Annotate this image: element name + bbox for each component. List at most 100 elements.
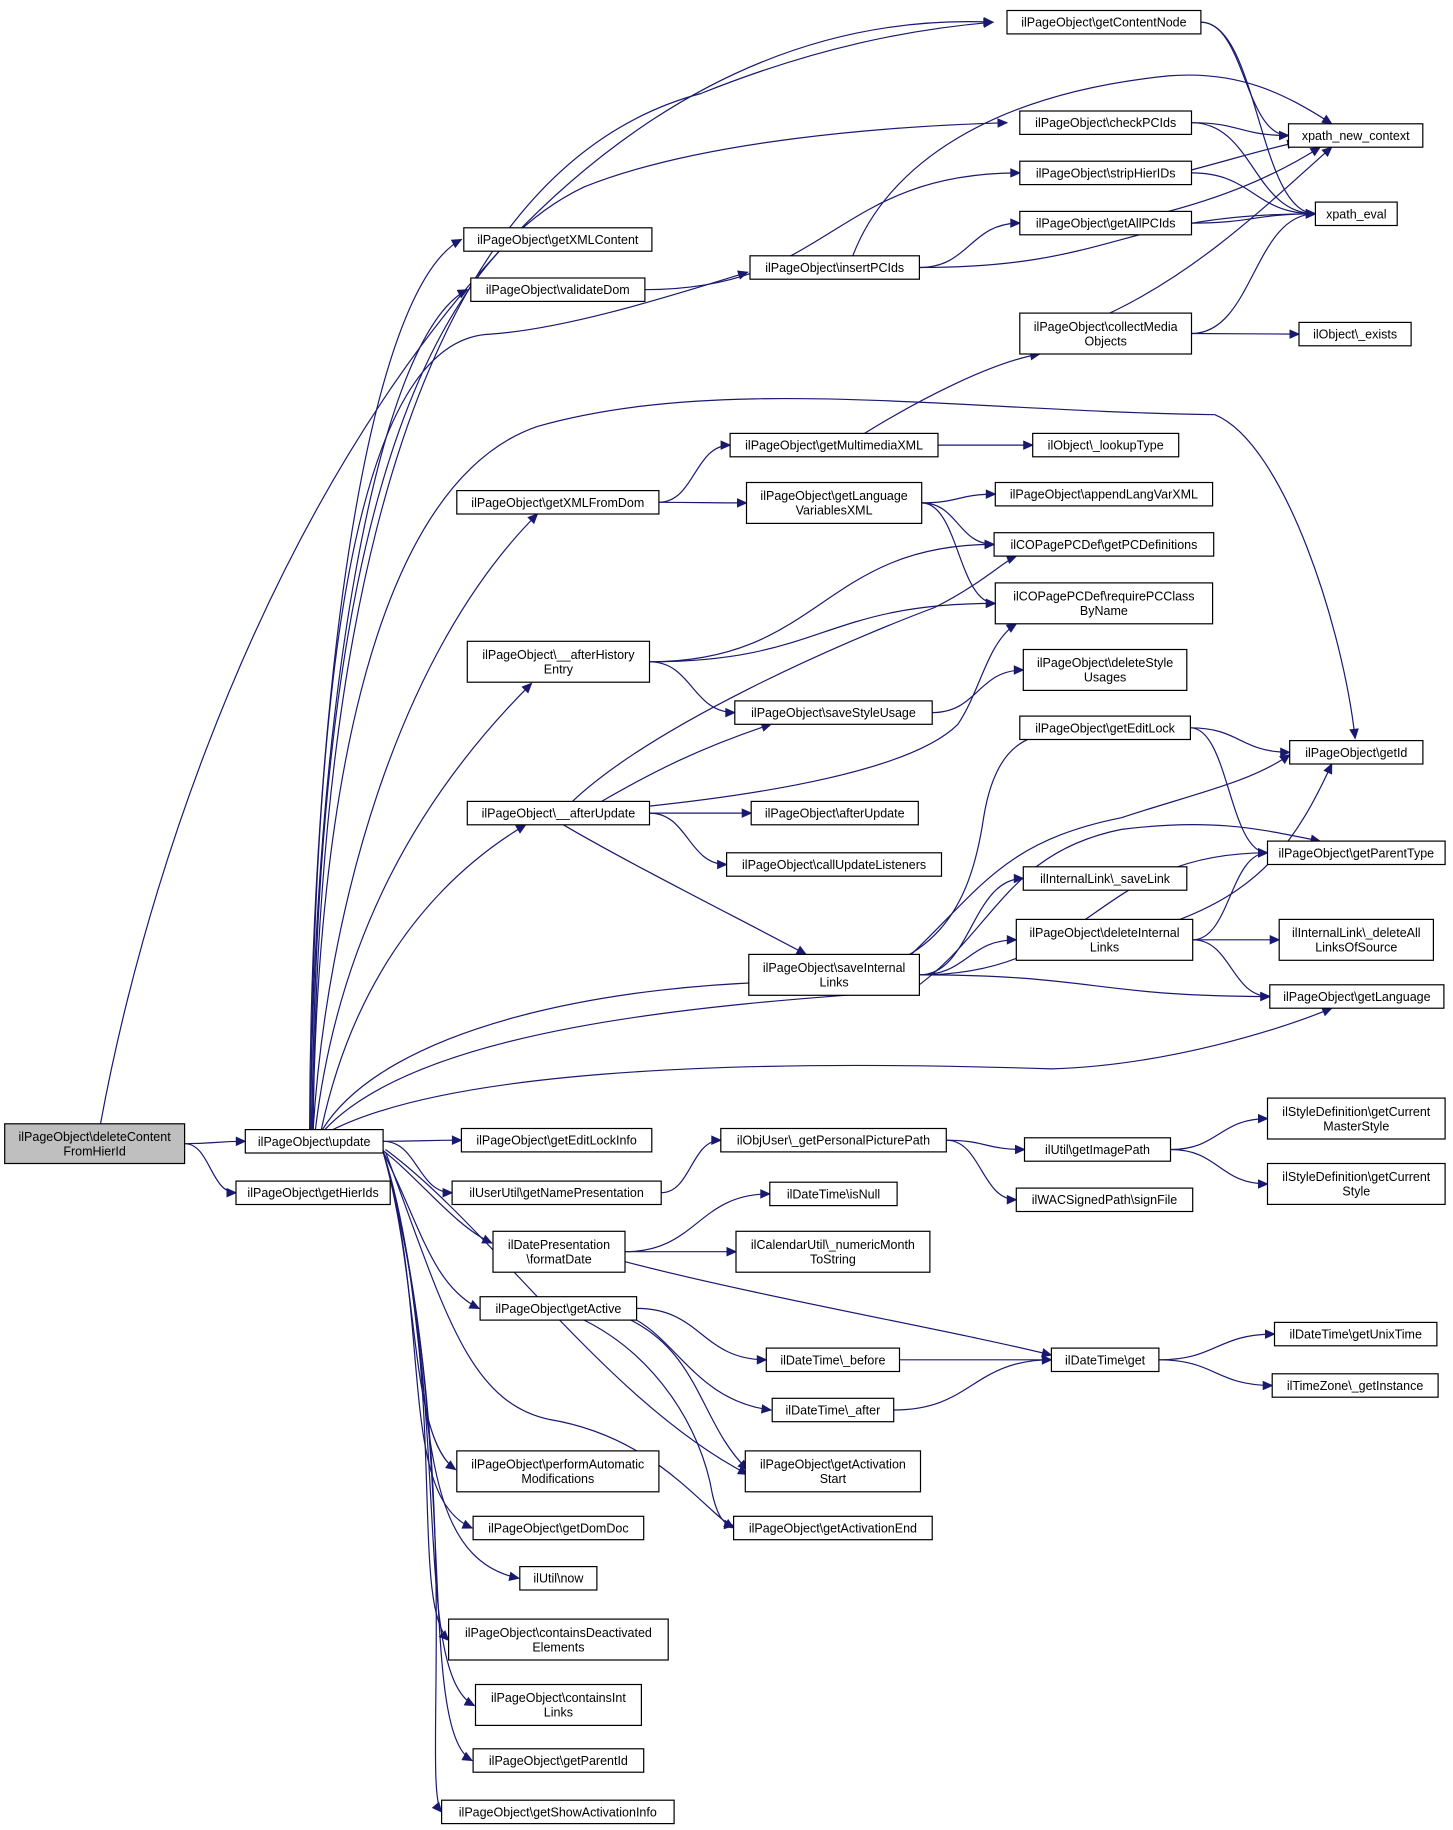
- node-objExists[interactable]: ilObject\_exists: [1298, 321, 1412, 347]
- node-callUpdateListeners[interactable]: ilPageObject\callUpdateListeners: [725, 852, 943, 877]
- node-getXMLFromDom[interactable]: ilPageObject\getXMLFromDom: [456, 490, 660, 515]
- node-xpathEval[interactable]: xpath_eval: [1314, 201, 1398, 227]
- node-insertPCIds[interactable]: ilPageObject\insertPCIds: [749, 255, 920, 280]
- node-label: VariablesXML: [796, 504, 873, 518]
- node-getImagePath[interactable]: ilUtil\getImagePath: [1023, 1137, 1172, 1162]
- node-getHierIds[interactable]: ilPageObject\getHierIds: [235, 1180, 391, 1206]
- node-label: ilDateTime\_after: [786, 1404, 881, 1418]
- node-checkPCIds[interactable]: ilPageObject\checkPCIds: [1019, 110, 1193, 135]
- node-box: [235, 1180, 391, 1206]
- node-label: ilPageObject\getEditLockInfo: [476, 1134, 637, 1148]
- node-box: [1266, 840, 1446, 866]
- node-formatDate[interactable]: ilDatePresentation\formatDate: [492, 1230, 626, 1273]
- edge-formatDate-to-isNull: [624, 1189, 772, 1253]
- node-performAutomatic[interactable]: ilPageObject\performAutomaticModificatio…: [456, 1450, 660, 1493]
- node-getActive[interactable]: ilPageObject\getActive: [479, 1296, 638, 1321]
- node-dtGet[interactable]: ilDateTime\get: [1050, 1347, 1160, 1373]
- arrowhead-icon: [527, 513, 539, 525]
- arrowhead-icon: [737, 498, 748, 508]
- arrowhead-icon: [1305, 209, 1317, 219]
- edge-update-to-getId: [312, 397, 1359, 1130]
- node-box: [451, 1180, 662, 1206]
- node-appendLangVarXML[interactable]: ilPageObject\appendLangVarXML: [994, 481, 1214, 507]
- node-utilNow[interactable]: ilUtil\now: [519, 1565, 598, 1591]
- node-box: [1032, 432, 1180, 458]
- node-dtAfter[interactable]: ilDateTime\_after: [771, 1397, 895, 1423]
- node-label: ilPageObject\performAutomatic: [471, 1458, 644, 1472]
- node-label: ilPageObject\getAllPCIds: [1036, 217, 1176, 231]
- node-getNamePresentation[interactable]: ilUserUtil\getNamePresentation: [451, 1180, 662, 1206]
- node-dtBefore[interactable]: ilDateTime\_before: [765, 1347, 901, 1373]
- node-afterUpdate[interactable]: ilPageObject\afterUpdate: [750, 800, 919, 826]
- edge-getContentNode-to-xpathEval: [1200, 21, 1317, 219]
- node-xpathNewContext[interactable]: xpath_new_context: [1287, 123, 1424, 148]
- edge-getMultimediaXML-to-collectMedia: [864, 350, 1041, 434]
- node-isNull[interactable]: ilDateTime\isNull: [769, 1181, 898, 1207]
- node-getEditLockInfo[interactable]: ilPageObject\getEditLockInfo: [460, 1127, 653, 1153]
- node-getMultimediaXML[interactable]: ilPageObject\getMultimediaXML: [729, 432, 939, 458]
- node-label: ilPageObject\getId: [1305, 746, 1407, 760]
- node-getUnixTime[interactable]: ilDateTime\getUnixTime: [1273, 1321, 1438, 1347]
- node-stripHierIDs[interactable]: ilPageObject\stripHierIDs: [1019, 160, 1193, 186]
- node-__afterUpdate[interactable]: ilPageObject\__afterUpdate: [466, 800, 651, 826]
- node-update[interactable]: ilPageObject\update: [244, 1128, 384, 1154]
- node-getXMLContent[interactable]: ilPageObject\getXMLContent: [463, 227, 653, 252]
- node-getPCDefinitions[interactable]: ilCOPagePCDef\getPCDefinitions: [993, 532, 1215, 557]
- node-box: [771, 1397, 895, 1423]
- node-label: ilPageObject\saveInternal: [763, 961, 905, 975]
- node-box: [1015, 1187, 1194, 1213]
- node-signFile[interactable]: ilWACSignedPath\signFile: [1015, 1187, 1194, 1213]
- node-label: ilDateTime\isNull: [787, 1187, 880, 1201]
- arrowhead-icon: [451, 1135, 463, 1145]
- edge-update-to-afterHistoryEntry: [314, 682, 533, 1130]
- node-getContentNode[interactable]: ilPageObject\getContentNode: [1006, 9, 1202, 35]
- node-getId[interactable]: ilPageObject\getId: [1289, 739, 1424, 765]
- edge-__afterUpdate-to-requirePCClass: [649, 623, 1018, 807]
- node-getInstance[interactable]: ilTimeZone\_getInstance: [1271, 1373, 1439, 1398]
- arrowhead-icon: [1269, 935, 1281, 945]
- node-getLanguage[interactable]: ilPageObject\getLanguage: [1269, 984, 1445, 1009]
- node-getParentId[interactable]: ilPageObject\getParentId: [472, 1748, 645, 1773]
- edge-dtGet-to-getInstance: [1158, 1359, 1274, 1391]
- node-box: [750, 800, 919, 826]
- edge-update-to-getShowActivationInfo: [382, 1151, 443, 1813]
- node-box: [492, 1230, 626, 1273]
- node-getEditLock[interactable]: ilPageObject\getEditLock: [1019, 715, 1191, 741]
- arrowhead-icon: [985, 598, 997, 609]
- arrowhead-icon: [1005, 623, 1018, 633]
- node-label: Links: [544, 1706, 573, 1720]
- node-box: [470, 277, 646, 302]
- node-getAllPCIds[interactable]: ilPageObject\getAllPCIds: [1019, 210, 1193, 236]
- node-box: [765, 1347, 901, 1373]
- node-validateDom[interactable]: ilPageObject\validateDom: [470, 277, 646, 302]
- node-getPersonalPicturePath[interactable]: ilObjUser\_getPersonalPicturePath: [720, 1127, 947, 1153]
- edge-dtAfter-to-dtGet: [893, 1355, 1053, 1411]
- node-getParentType[interactable]: ilPageObject\getParentType: [1266, 840, 1446, 866]
- node-getActivationEnd[interactable]: ilPageObject\getActivationEnd: [732, 1515, 933, 1541]
- edge-update-to-__afterUpdate: [320, 824, 527, 1130]
- node-getShowActivationInfo[interactable]: ilPageObject\getShowActivationInfo: [441, 1799, 675, 1825]
- arrowhead-icon: [720, 440, 732, 450]
- node-getDomDoc[interactable]: ilPageObject\getDomDoc: [472, 1515, 645, 1541]
- arrowhead-icon: [515, 824, 527, 834]
- node-label: ilPageObject\getEditLock: [1035, 721, 1175, 735]
- node-saveLink[interactable]: ilInternalLink\_saveLink: [1022, 866, 1188, 891]
- node-lookupType[interactable]: ilObject\_lookupType: [1032, 432, 1180, 458]
- node-saveStyleUsage[interactable]: ilPageObject\saveStyleUsage: [734, 700, 933, 725]
